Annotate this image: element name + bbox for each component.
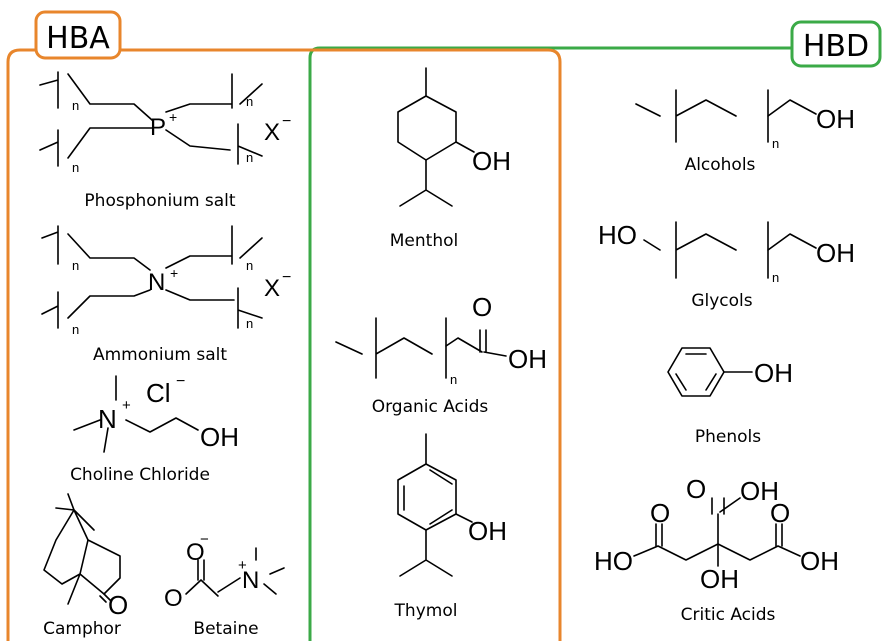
betaine-structure: O − O N + [164, 531, 285, 612]
alcohols-subscript: n [772, 136, 779, 151]
choline-chloride-structure: N + Cl − OH [73, 373, 239, 453]
camphor-label: Camphor [43, 619, 121, 639]
choline-chloride-charge: − [176, 373, 185, 390]
betaine-center-atom: N [242, 567, 259, 594]
camphor-oxygen: O [108, 590, 128, 620]
hba-header: HBA [46, 21, 110, 56]
thymol-structure: OH [397, 433, 507, 577]
ammonium-subscript-4: n [246, 316, 253, 331]
organic-acids-oxygen: O [472, 292, 492, 322]
hba-header-box [34, 10, 122, 60]
menthol-label: Menthol [390, 231, 458, 251]
betaine-oxygen-top: O [186, 539, 205, 566]
critic-acids-oxygen-left: O [650, 498, 670, 528]
ammonium-salt-structure: N + n n n n X − [41, 225, 291, 337]
ammonium-subscript-1: n [72, 258, 79, 273]
ammonium-counter-ion: X [264, 275, 280, 302]
phosphonium-counter-ion: X [264, 119, 280, 146]
hba-group: HBA [6, 10, 562, 641]
critic-acids-label: Critic Acids [681, 605, 776, 625]
critic-acids-hydroxyl-right: OH [800, 546, 839, 576]
phenols-label: Phenols [695, 427, 761, 447]
hbd-header: HBD [803, 29, 869, 64]
phosphonium-center-atom: P [150, 114, 166, 141]
phosphonium-salt-structure: P + n n n n X − [39, 71, 291, 175]
phosphonium-subscript-4: n [246, 150, 253, 165]
critic-acids-structure: O O OH O HO OH OH [594, 474, 839, 594]
menthol-hydroxyl: OH [472, 146, 511, 176]
camphor-structure: O [43, 493, 128, 620]
betaine-charge: + [238, 557, 247, 574]
organic-acids-structure: n O OH [335, 292, 547, 387]
thymol-hydroxyl: OH [468, 516, 507, 546]
thymol-label: Thymol [394, 601, 458, 621]
choline-chloride-label: Choline Chloride [70, 465, 210, 485]
phosphonium-subscript-1: n [72, 98, 79, 113]
phenols-hydroxyl: OH [754, 358, 793, 388]
glycols-hydroxyl-right: OH [816, 238, 855, 268]
glycols-structure: n HO OH [598, 220, 855, 285]
menthol-structure: OH [397, 67, 511, 207]
critic-acids-hydroxyl-top: OH [740, 476, 779, 506]
alcohols-label: Alcohols [685, 155, 756, 175]
glycols-subscript: n [772, 270, 779, 285]
choline-charge: + [122, 397, 131, 414]
alcohols-hydroxyl: OH [816, 104, 855, 134]
organic-acids-subscript: n [450, 372, 457, 387]
ammonium-center-atom: N [148, 269, 165, 296]
ammonium-counter-charge: − [282, 269, 291, 286]
hba-frame-line [6, 48, 36, 641]
ammonium-subscript-2: n [72, 322, 79, 337]
hbd-header-box [790, 20, 882, 68]
critic-acids-oxygen-right: O [770, 498, 790, 528]
phosphonium-counter-charge: − [282, 113, 291, 130]
choline-chloride-ion: Cl [146, 378, 171, 408]
phosphonium-subscript-3: n [246, 94, 253, 109]
glycols-hydroxyl-left: HO [598, 220, 637, 250]
phosphonium-charge: + [169, 109, 177, 125]
ammonium-subscript-3: n [246, 258, 253, 273]
organic-acids-hydroxyl: OH [508, 344, 547, 374]
hbd-frame-line [308, 46, 792, 641]
hba-frame-top [120, 48, 562, 641]
critic-acids-oxygen-top: O [686, 474, 706, 504]
choline-center-atom: N [98, 404, 117, 434]
betaine-oxygen: O [164, 585, 183, 612]
ammonium-charge: + [170, 265, 178, 281]
glycols-label: Glycols [691, 291, 752, 311]
critic-acids-hydroxyl-left: HO [594, 546, 633, 576]
critic-acids-hydroxyl-mid: OH [700, 564, 739, 594]
organic-acids-label: Organic Acids [372, 397, 489, 417]
alcohols-structure: n OH [635, 89, 855, 151]
phosphonium-subscript-2: n [72, 160, 79, 175]
choline-hydroxyl: OH [200, 422, 239, 452]
phenols-structure: OH [667, 347, 793, 397]
betaine-oxygen-charge: − [200, 531, 209, 548]
phosphonium-salt-label: Phosphonium salt [84, 191, 235, 211]
betaine-label: Betaine [193, 619, 258, 639]
ammonium-salt-label: Ammonium salt [93, 345, 227, 365]
